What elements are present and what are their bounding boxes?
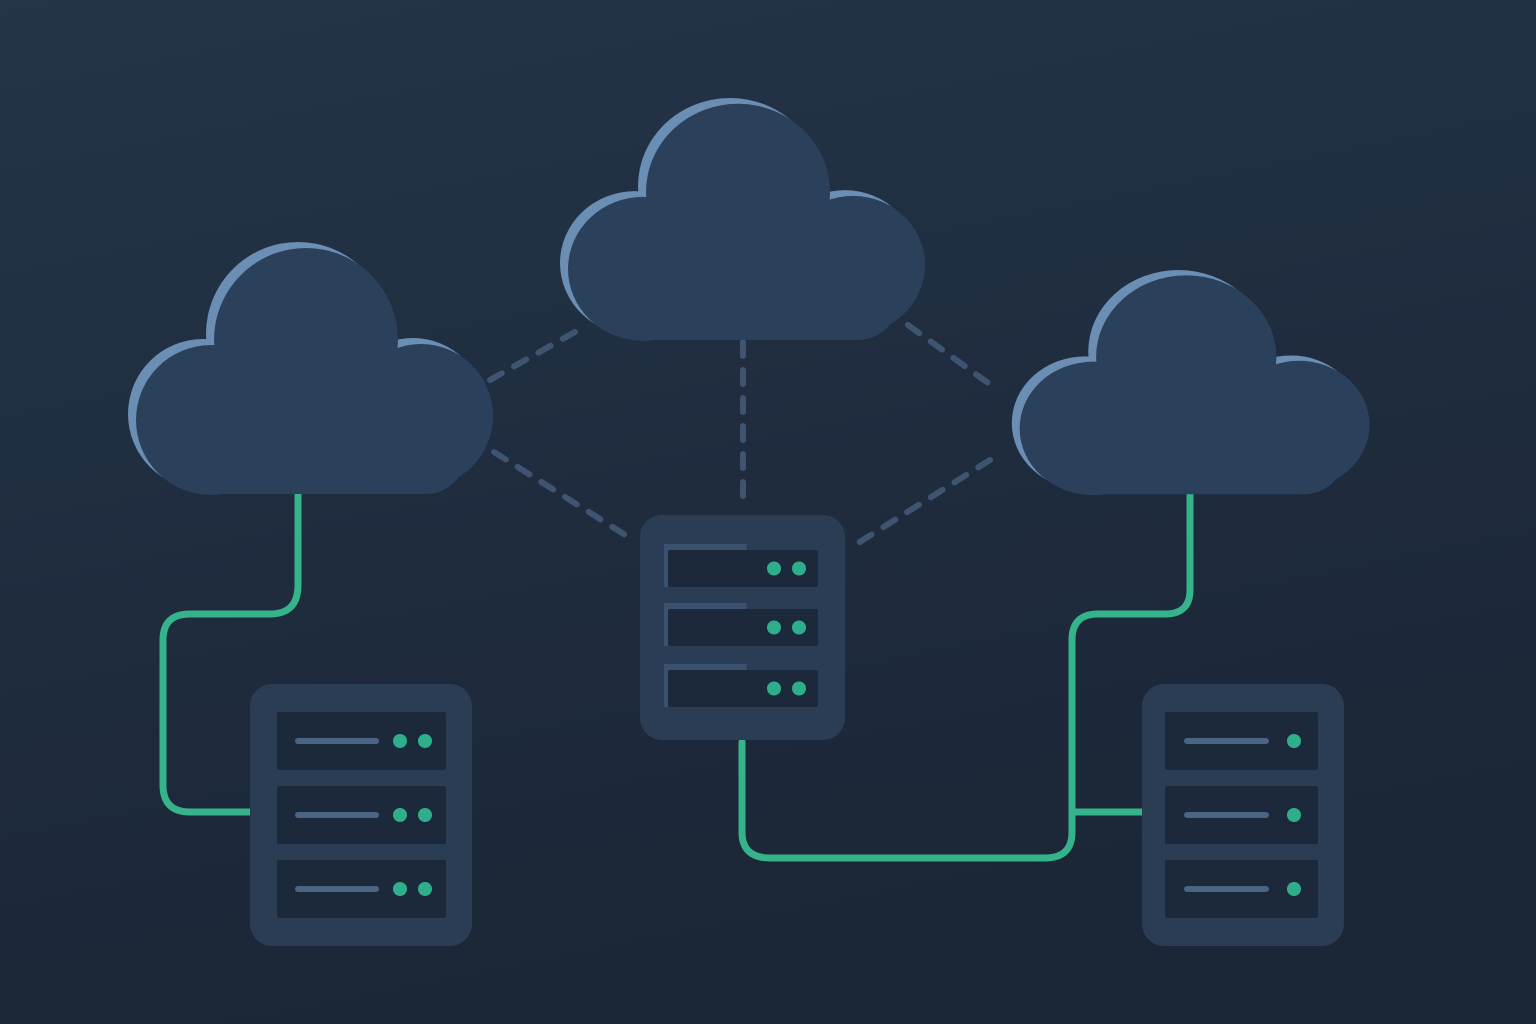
dashed-link [491,449,633,541]
server-left [250,684,472,946]
server-center [640,515,845,740]
status-led-icon [393,808,407,822]
status-led-icon [1287,808,1301,822]
wires [159,486,1194,862]
dashed-link [852,457,993,548]
server-right [1142,684,1344,946]
status-led-icon [767,620,781,635]
status-led-icon [767,561,781,576]
status-led-icon [767,681,781,696]
server-unit [668,609,818,646]
status-led-icon [418,882,432,896]
status-led-icon [393,734,407,748]
status-led-icon [792,561,806,576]
wire-right [738,486,1194,862]
status-led-icon [418,734,432,748]
server-unit [668,550,818,587]
dashed-link [487,329,578,383]
server-unit [668,670,818,707]
status-led-icon [393,882,407,896]
status-led-icon [1287,882,1301,896]
status-led-icon [1287,734,1301,748]
dashed-links [487,322,998,548]
wire-left [159,486,302,816]
dashed-link [905,322,998,391]
status-led-icon [792,681,806,696]
status-led-icon [792,620,806,635]
status-led-icon [418,808,432,822]
